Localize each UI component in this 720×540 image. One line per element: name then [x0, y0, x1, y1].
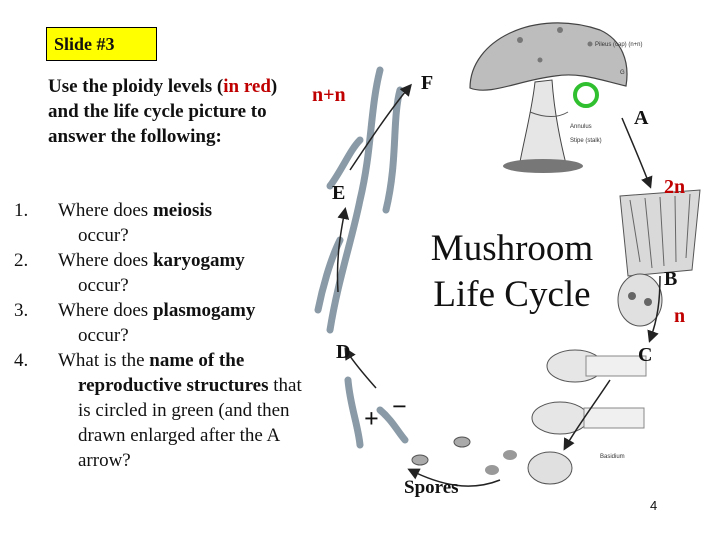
mating-type-minus-label: − — [392, 392, 407, 421]
question-number: 4. — [14, 350, 29, 371]
question-list: 1. Where does meiosis occur? 2. Where do… — [14, 198, 314, 473]
ploidy-n-label: n — [674, 305, 686, 327]
diagram-title: Mushroom Life Cycle — [404, 226, 620, 318]
spores-label: Spores — [404, 477, 459, 498]
question-number: 2. — [14, 250, 29, 271]
question-text: Where does — [58, 200, 153, 221]
instructions-text-end: ) and the life cycle picture to answer t… — [48, 76, 278, 147]
instructions-text-start: Use the ploidy levels ( — [48, 76, 224, 97]
question-text-cont: that is circled in green (and then drawn… — [78, 375, 302, 471]
question-item: 3. Where does plasmogamy occur? — [14, 298, 314, 348]
annulus-label: Annulus — [570, 124, 592, 130]
question-keyword: meiosis — [152, 200, 213, 221]
question-continuation: reproductive structures that is circled … — [58, 373, 314, 473]
question-text: Where does — [58, 300, 153, 321]
question-keyword: name of the — [149, 350, 245, 371]
question-item: 4. What is the name of the reproductive … — [14, 348, 314, 473]
question-text: What is the — [58, 350, 150, 371]
step-c-label: C — [638, 344, 653, 366]
basidium-label: Basidium — [600, 454, 625, 460]
step-f-label: F — [421, 72, 434, 94]
step-b-label: B — [664, 268, 678, 290]
question-item: 2. Where does karyogamy occur? — [14, 248, 314, 298]
green-circle-highlight — [573, 82, 599, 108]
question-keyword: plasmogamy — [152, 300, 256, 321]
g-label: G — [620, 70, 625, 76]
step-e-label: E — [332, 182, 346, 204]
question-keyword: karyogamy — [152, 250, 245, 271]
spores-icon — [411, 436, 471, 466]
instructions: Use the ploidy levels (in red) and the l… — [48, 74, 288, 149]
question-continuation: occur? — [78, 275, 129, 296]
mushroom-fruiting-body-icon: Pileus (cap) (n+n) G Annulus Stipe (stal… — [469, 22, 643, 173]
pileus-label: Pileus (cap) (n+n) — [595, 42, 643, 48]
cycle-arrows — [336, 83, 661, 487]
question-text: Where does — [58, 250, 153, 271]
question-number: 3. — [14, 300, 29, 321]
question-continuation: occur? — [78, 325, 129, 346]
diagram-title-line-1: Mushroom — [430, 228, 594, 269]
ploidy-n-plus-n-label: n+n — [312, 84, 346, 106]
stipe-label: Stipe (stalk) — [570, 138, 602, 144]
ploidy-2n-label: 2n — [664, 176, 686, 198]
question-keyword-cont: reproductive structures — [78, 375, 269, 396]
question-number: 1. — [14, 200, 29, 221]
diagram-title-line-2: Life Cycle — [433, 274, 591, 315]
gill-enlargement-icon — [619, 189, 701, 277]
slide-label: Slide #3 — [46, 27, 157, 61]
step-d-label: D — [336, 341, 351, 363]
hyphae-icon — [314, 66, 409, 449]
page-number: 4 — [650, 498, 658, 513]
instructions-red-text: in red — [223, 76, 271, 97]
question-continuation: occur? — [78, 225, 129, 246]
step-a-label: A — [634, 107, 649, 129]
basidium-cells-icon: Basidium — [485, 273, 663, 485]
mating-type-plus-label: + — [364, 404, 379, 433]
question-item: 1. Where does meiosis occur? — [14, 198, 314, 248]
